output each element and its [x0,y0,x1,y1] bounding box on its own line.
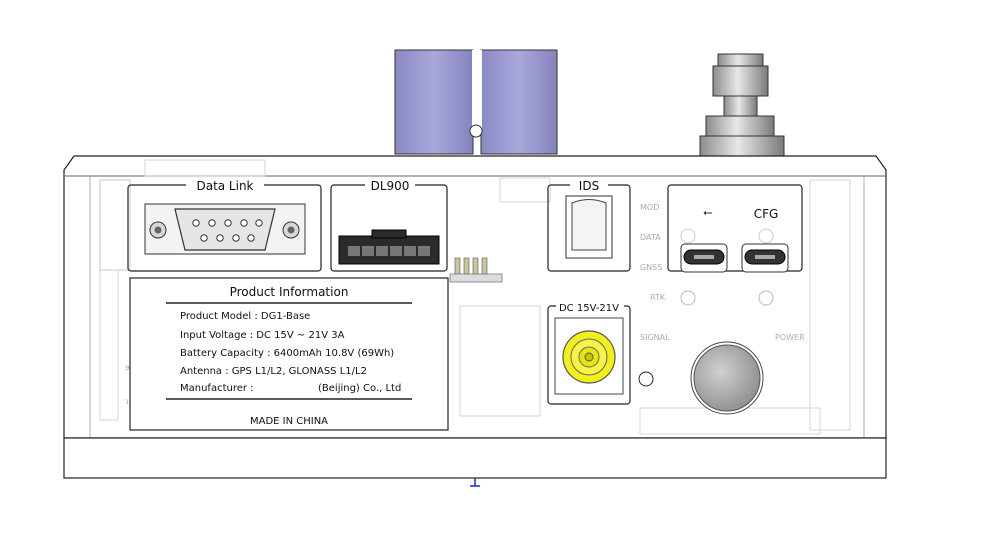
dc-input-label: DC 15V-21V [559,303,619,314]
ids-label: IDS [579,179,599,193]
product-model-line: Product Model : DG1-Base [180,311,310,322]
signal-ghost-label: SIGNAL [640,333,670,342]
cfg-panel: CFG ⭠ [667,184,803,273]
product-info-title: Product Information [230,285,349,299]
data-led-icon [680,228,696,244]
data-link-label: Data Link [196,179,253,193]
ids-port [571,199,607,251]
power-button[interactable] [690,341,764,415]
gnss-led-icon [758,228,774,244]
status-led-area: MOD DATA GNSS RTK SIGNAL POWER [640,203,805,342]
led-indicator-icon [638,371,654,387]
made-in-label: MADE IN CHINA [250,416,328,427]
rtk-led-icon [680,290,696,306]
dl900-panel: DL900 [330,178,503,283]
usb-icon: ⭠ [703,205,713,219]
power-ghost-label: POWER [775,333,805,342]
dc-power-jack [562,330,616,384]
header-pins [449,257,503,283]
power-led-icon [758,290,774,306]
ids-panel: IDS [547,178,631,272]
dl900-connector [338,229,440,265]
mod-ghost-label: MOD [640,203,659,212]
product-information-plate: Product Information Product Model : DG1-… [129,277,449,431]
rtk-ghost-label: RTK [650,293,666,302]
data-link-panel: Data Link [127,178,322,272]
manufacturer-name: (Beijing) Co., Ltd [318,383,401,394]
db9-serial-port [144,203,306,255]
dl900-label: DL900 [371,179,410,193]
dc-input-panel: DC 15V-21V [547,300,654,405]
data-ghost-label: DATA [640,233,661,242]
cfg-label: CFG [754,207,779,221]
manufacturer-label: Manufacturer : [180,383,254,394]
radio-antenna-connector [699,53,785,157]
input-voltage-line: Input Voltage : DC 15V ~ 21V 3A [180,330,345,341]
gnss-ghost-label: GNSS [640,263,662,272]
battery-capacity-line: Battery Capacity : 6400mAh 10.8V (69Wh) [180,348,394,359]
antenna-connector [394,49,558,155]
antenna-line: Antenna : GPS L1/L2, GLONASS L1/L2 [180,366,367,377]
